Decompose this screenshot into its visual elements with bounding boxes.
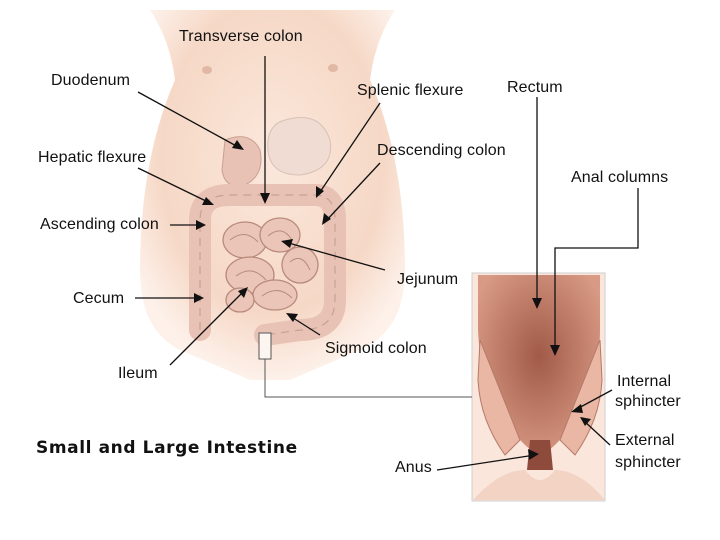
appendix (258, 332, 272, 360)
label-descending-colon: Descending colon (377, 142, 506, 159)
leader-lines (135, 56, 639, 471)
duodenum-shape (221, 136, 262, 187)
label-hepatic-flexure: Hepatic flexure (38, 149, 147, 166)
small-intestine-folds (229, 230, 311, 299)
label-ascending-colon: Ascending colon (40, 216, 159, 233)
arrowheads (194, 140, 591, 460)
label-splenic-flexure: Splenic flexure (357, 82, 464, 99)
small-intestine (222, 217, 319, 313)
label-sigmoid-colon: Sigmoid colon (325, 340, 427, 357)
label-external-sphincter-line2: sphincter (615, 454, 681, 471)
nipple-left (202, 66, 212, 74)
inset-connector (264, 359, 472, 398)
label-rectum: Rectum (507, 79, 563, 96)
label-cecum: Cecum (73, 290, 125, 307)
nipple-right (328, 64, 338, 72)
sphincter-muscle-right (559, 339, 603, 456)
label-internal-sphincter-line2: sphincter (615, 393, 681, 410)
label-jejunum: Jejunum (397, 271, 459, 288)
label-internal-sphincter-line1: Internal (617, 373, 672, 390)
sphincter-muscle-left (477, 339, 521, 456)
stomach (267, 117, 332, 176)
rectum-bottom-skin (473, 470, 605, 500)
label-duodenum: Duodenum (51, 72, 131, 89)
diagram-title: Small and Large Intestine (36, 438, 298, 458)
anal-canal (527, 440, 553, 470)
label-external-sphincter-line1: External (615, 432, 675, 449)
label-transverse-colon: Transverse colon (179, 28, 303, 45)
label-anal-columns: Anal columns (571, 169, 669, 186)
label-ileum: Ileum (118, 365, 158, 382)
label-anus: Anus (395, 459, 432, 476)
